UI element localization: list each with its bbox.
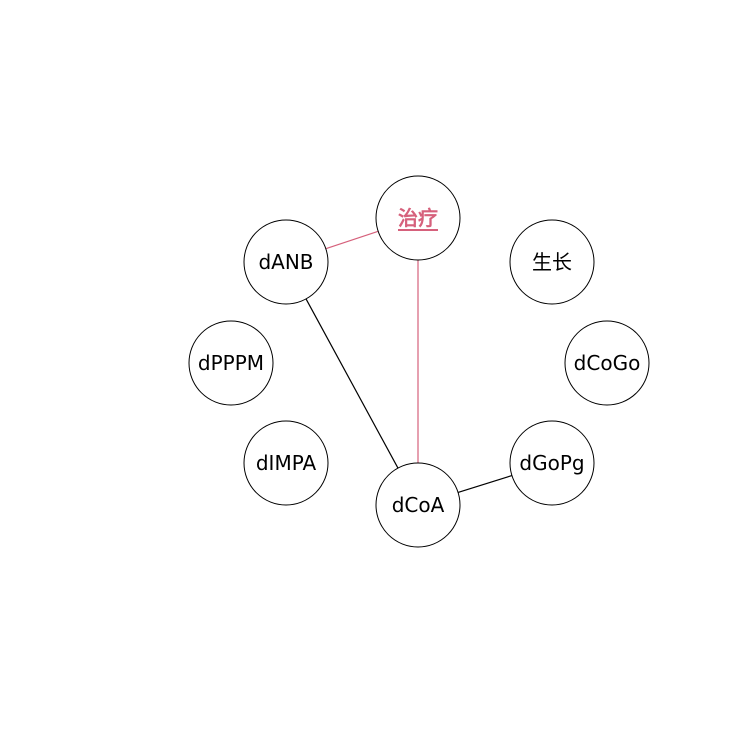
node-label-dGoPg: dGoPg <box>519 451 584 475</box>
node-dANB: dANB <box>243 219 329 305</box>
node-dPPPM: dPPPM <box>188 320 274 406</box>
node-dCoA: dCoA <box>375 462 461 548</box>
node-circle-dANB <box>243 219 329 305</box>
node-growth: 生长 <box>509 219 595 305</box>
node-label-dCoGo: dCoGo <box>574 351 641 375</box>
node-label-treatment: 治疗 <box>398 206 438 230</box>
node-treatment: 治疗 <box>375 175 461 261</box>
edge-dCoA-dGoPg <box>457 474 513 494</box>
edge-treatment-dANB <box>325 230 379 250</box>
node-dGoPg: dGoPg <box>509 420 595 506</box>
node-label-growth: 生长 <box>532 250 572 274</box>
edges-layer <box>305 230 513 494</box>
node-circle-dPPPM <box>188 320 274 406</box>
node-circle-treatment <box>375 175 461 261</box>
node-dIMPA: dIMPA <box>243 420 329 506</box>
node-circle-dCoGo <box>564 320 650 406</box>
node-circle-dIMPA <box>243 420 329 506</box>
node-circle-dCoA <box>375 462 461 548</box>
node-label-dCoA: dCoA <box>392 493 445 517</box>
node-circle-growth <box>509 219 595 305</box>
node-label-dPPPM: dPPPM <box>198 351 264 375</box>
node-circle-dGoPg <box>509 420 595 506</box>
node-label-dIMPA: dIMPA <box>256 451 317 475</box>
edge-dANB-dCoA <box>305 298 399 469</box>
node-label-dANB: dANB <box>258 250 313 274</box>
node-dCoGo: dCoGo <box>564 320 650 406</box>
